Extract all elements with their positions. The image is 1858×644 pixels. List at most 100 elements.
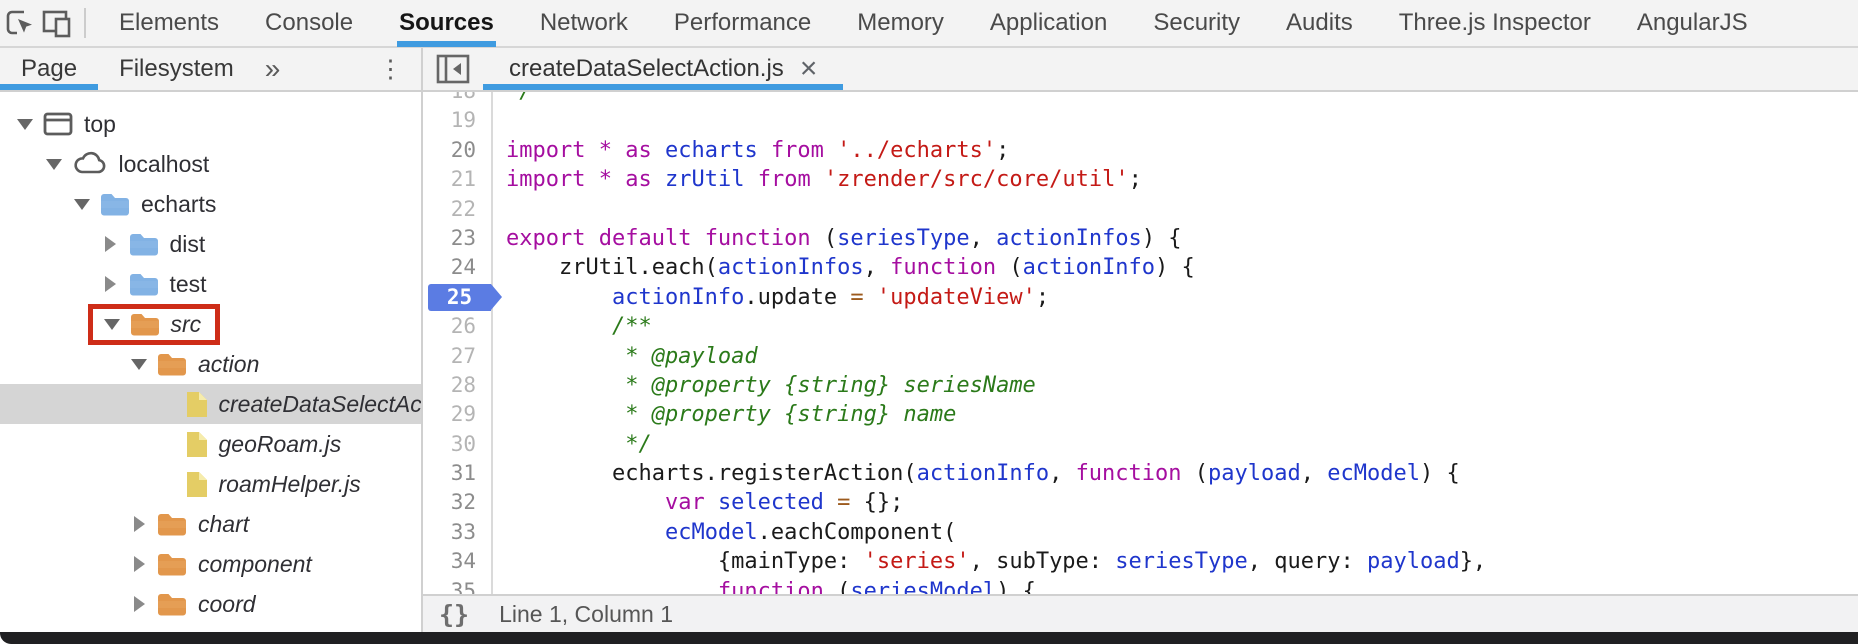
window-bottom-edge [0, 632, 1858, 644]
line-number[interactable]: 28 [450, 372, 476, 397]
file-icon [185, 470, 209, 499]
tree-item-georoam-js[interactable]: geoRoam.js [0, 424, 421, 464]
code-line-31[interactable]: echarts.registerAction(actionInfo, funct… [506, 461, 1460, 487]
code-line-25[interactable]: actionInfo.update = 'updateView'; [611, 284, 1050, 310]
disclosure-arrow-icon[interactable] [126, 358, 152, 370]
line-number[interactable]: 34 [450, 549, 476, 574]
devtools-tab-audits[interactable]: Audits [1284, 0, 1355, 47]
code-line-33[interactable]: ecModel.eachComponent( [664, 519, 957, 545]
line-number[interactable]: 27 [450, 343, 476, 368]
code-line-19[interactable] [506, 106, 1858, 135]
line-number[interactable]: 32 [450, 490, 476, 515]
line-number[interactable]: 29 [450, 402, 476, 427]
devtools-tab-label: Memory [857, 9, 944, 36]
tree-item-label: src [170, 310, 202, 337]
devtools-tab-elements[interactable]: Elements [117, 0, 221, 47]
devtools-tab-label: Console [265, 9, 354, 36]
disclosure-arrow-icon[interactable] [98, 276, 124, 292]
disclosure-arrow-icon[interactable] [99, 318, 125, 330]
tree-item-label: createDataSelectAction.js [218, 390, 422, 417]
code-editor[interactable]: 181920212223242526272829303132333435 */i… [423, 92, 1858, 632]
line-number[interactable]: 18 [423, 92, 491, 106]
sidebar-header: Page Filesystem » ⋮ [0, 48, 423, 92]
editor-tab-createDataSelectAction[interactable]: createDataSelectAction.js × [483, 48, 843, 90]
code-line-29[interactable]: * @property {string} name [506, 402, 957, 428]
inspect-button[interactable] [0, 0, 38, 47]
line-number[interactable]: 24 [450, 255, 476, 280]
code-line-30[interactable]: */ [506, 431, 652, 457]
more-options-icon[interactable]: ⋮ [378, 54, 403, 83]
line-number[interactable]: 20 [450, 137, 476, 162]
tree-item-createdataselectaction-js[interactable]: createDataSelectAction.js [0, 384, 422, 424]
tree-item-src[interactable]: src [0, 303, 421, 345]
tree-item-label: roamHelper.js [218, 470, 361, 497]
code-line-26[interactable]: /** [506, 314, 652, 340]
tree-item-coord[interactable]: coord [0, 584, 421, 624]
code-line-32[interactable]: var selected = {}; [664, 490, 904, 516]
disclosure-arrow-icon[interactable] [98, 236, 124, 252]
inspect-icon [2, 6, 36, 40]
tree-item-roamhelper-js[interactable]: roamHelper.js [0, 464, 421, 504]
line-number-gutter[interactable]: 181920212223242526272829303132333435 [423, 92, 502, 607]
line-number[interactable]: 31 [450, 461, 476, 486]
folder-blue-icon [128, 271, 160, 298]
tree-item-component[interactable]: component [0, 544, 421, 584]
devtools-tab-sources[interactable]: Sources [397, 0, 496, 47]
disclosure-arrow-icon[interactable] [69, 198, 95, 210]
code-line-28[interactable]: * @property {string} seriesName [506, 372, 1036, 398]
line-number[interactable]: 21 [450, 167, 476, 192]
line-number[interactable]: 33 [450, 519, 476, 544]
line-number[interactable]: 23 [450, 225, 476, 250]
disclosure-arrow-icon[interactable] [12, 118, 38, 130]
tree-item-test[interactable]: test [0, 264, 421, 304]
tree-item-chart[interactable]: chart [0, 504, 421, 544]
line-number[interactable]: 26 [450, 314, 476, 339]
folder-orange-icon [156, 511, 188, 538]
code-line-24[interactable]: zrUtil.each(actionInfos, function (actio… [506, 255, 1195, 281]
tree-item-echarts[interactable]: echarts [0, 184, 421, 224]
frame-icon [42, 110, 74, 138]
execution-line-badge[interactable]: 25 [423, 283, 502, 312]
devtools-tab-angularjs[interactable]: AngularJS [1635, 0, 1750, 47]
devtools-tab-three-js-inspector[interactable]: Three.js Inspector [1397, 0, 1593, 47]
devtools-tab-security[interactable]: Security [1151, 0, 1242, 47]
collapse-sidebar-button[interactable] [423, 48, 483, 90]
code-line-22[interactable] [506, 195, 1858, 224]
code-line-20[interactable]: import * as echarts from '../echarts'; [506, 137, 1010, 163]
devtools-tab-label: AngularJS [1636, 9, 1748, 36]
sidebar-tab-page[interactable]: Page [0, 48, 98, 90]
device-toolbar-button[interactable] [38, 0, 76, 47]
code-line-27[interactable]: * @payload [506, 343, 758, 369]
disclosure-arrow-icon[interactable] [41, 158, 67, 170]
editor-tab-bar: createDataSelectAction.js × [423, 48, 1858, 92]
line-number[interactable]: 22 [450, 196, 476, 221]
disclosure-arrow-icon[interactable] [126, 516, 152, 532]
tree-item-localhost[interactable]: localhost [0, 144, 421, 184]
disclosure-arrow-icon[interactable] [126, 596, 152, 612]
folder-orange-icon [156, 551, 188, 578]
tab-overflow-chevron-icon[interactable]: » [264, 53, 281, 84]
folder-blue-icon [128, 231, 160, 258]
devtools-tabs: Elements Console Sources Network Perform… [96, 0, 1771, 47]
disclosure-arrow-icon[interactable] [126, 556, 152, 572]
devtools-tab-performance[interactable]: Performance [672, 0, 813, 47]
devtools-tab-memory[interactable]: Memory [855, 0, 946, 47]
folder-orange-icon [156, 351, 188, 378]
line-number[interactable]: 19 [450, 108, 476, 133]
tree-item-action[interactable]: action [0, 344, 421, 384]
line-number[interactable]: 30 [450, 431, 476, 456]
tree-item-dist[interactable]: dist [0, 224, 421, 264]
editor-status-bar: {} Line 1, Column 1 [423, 594, 1858, 632]
code-line-23[interactable]: export default function (seriesType, act… [506, 225, 1182, 251]
close-tab-icon[interactable]: × [799, 52, 818, 85]
tree-item-top[interactable]: top [0, 104, 421, 144]
devtools-tab-application[interactable]: Application [988, 0, 1109, 47]
devtools-tab-network[interactable]: Network [538, 0, 630, 47]
code-content[interactable]: */ import * as echarts from '../echarts';… [493, 92, 1858, 606]
pretty-print-icon[interactable]: {} [439, 599, 470, 629]
code-line-18[interactable]: */ [506, 92, 1858, 106]
code-line-34[interactable]: {mainType: 'series', subType: seriesType… [506, 549, 1487, 575]
code-line-21[interactable]: import * as zrUtil from 'zrender/src/cor… [506, 167, 1142, 193]
devtools-tab-console[interactable]: Console [263, 0, 355, 47]
sidebar-tab-filesystem[interactable]: Filesystem [98, 48, 255, 90]
